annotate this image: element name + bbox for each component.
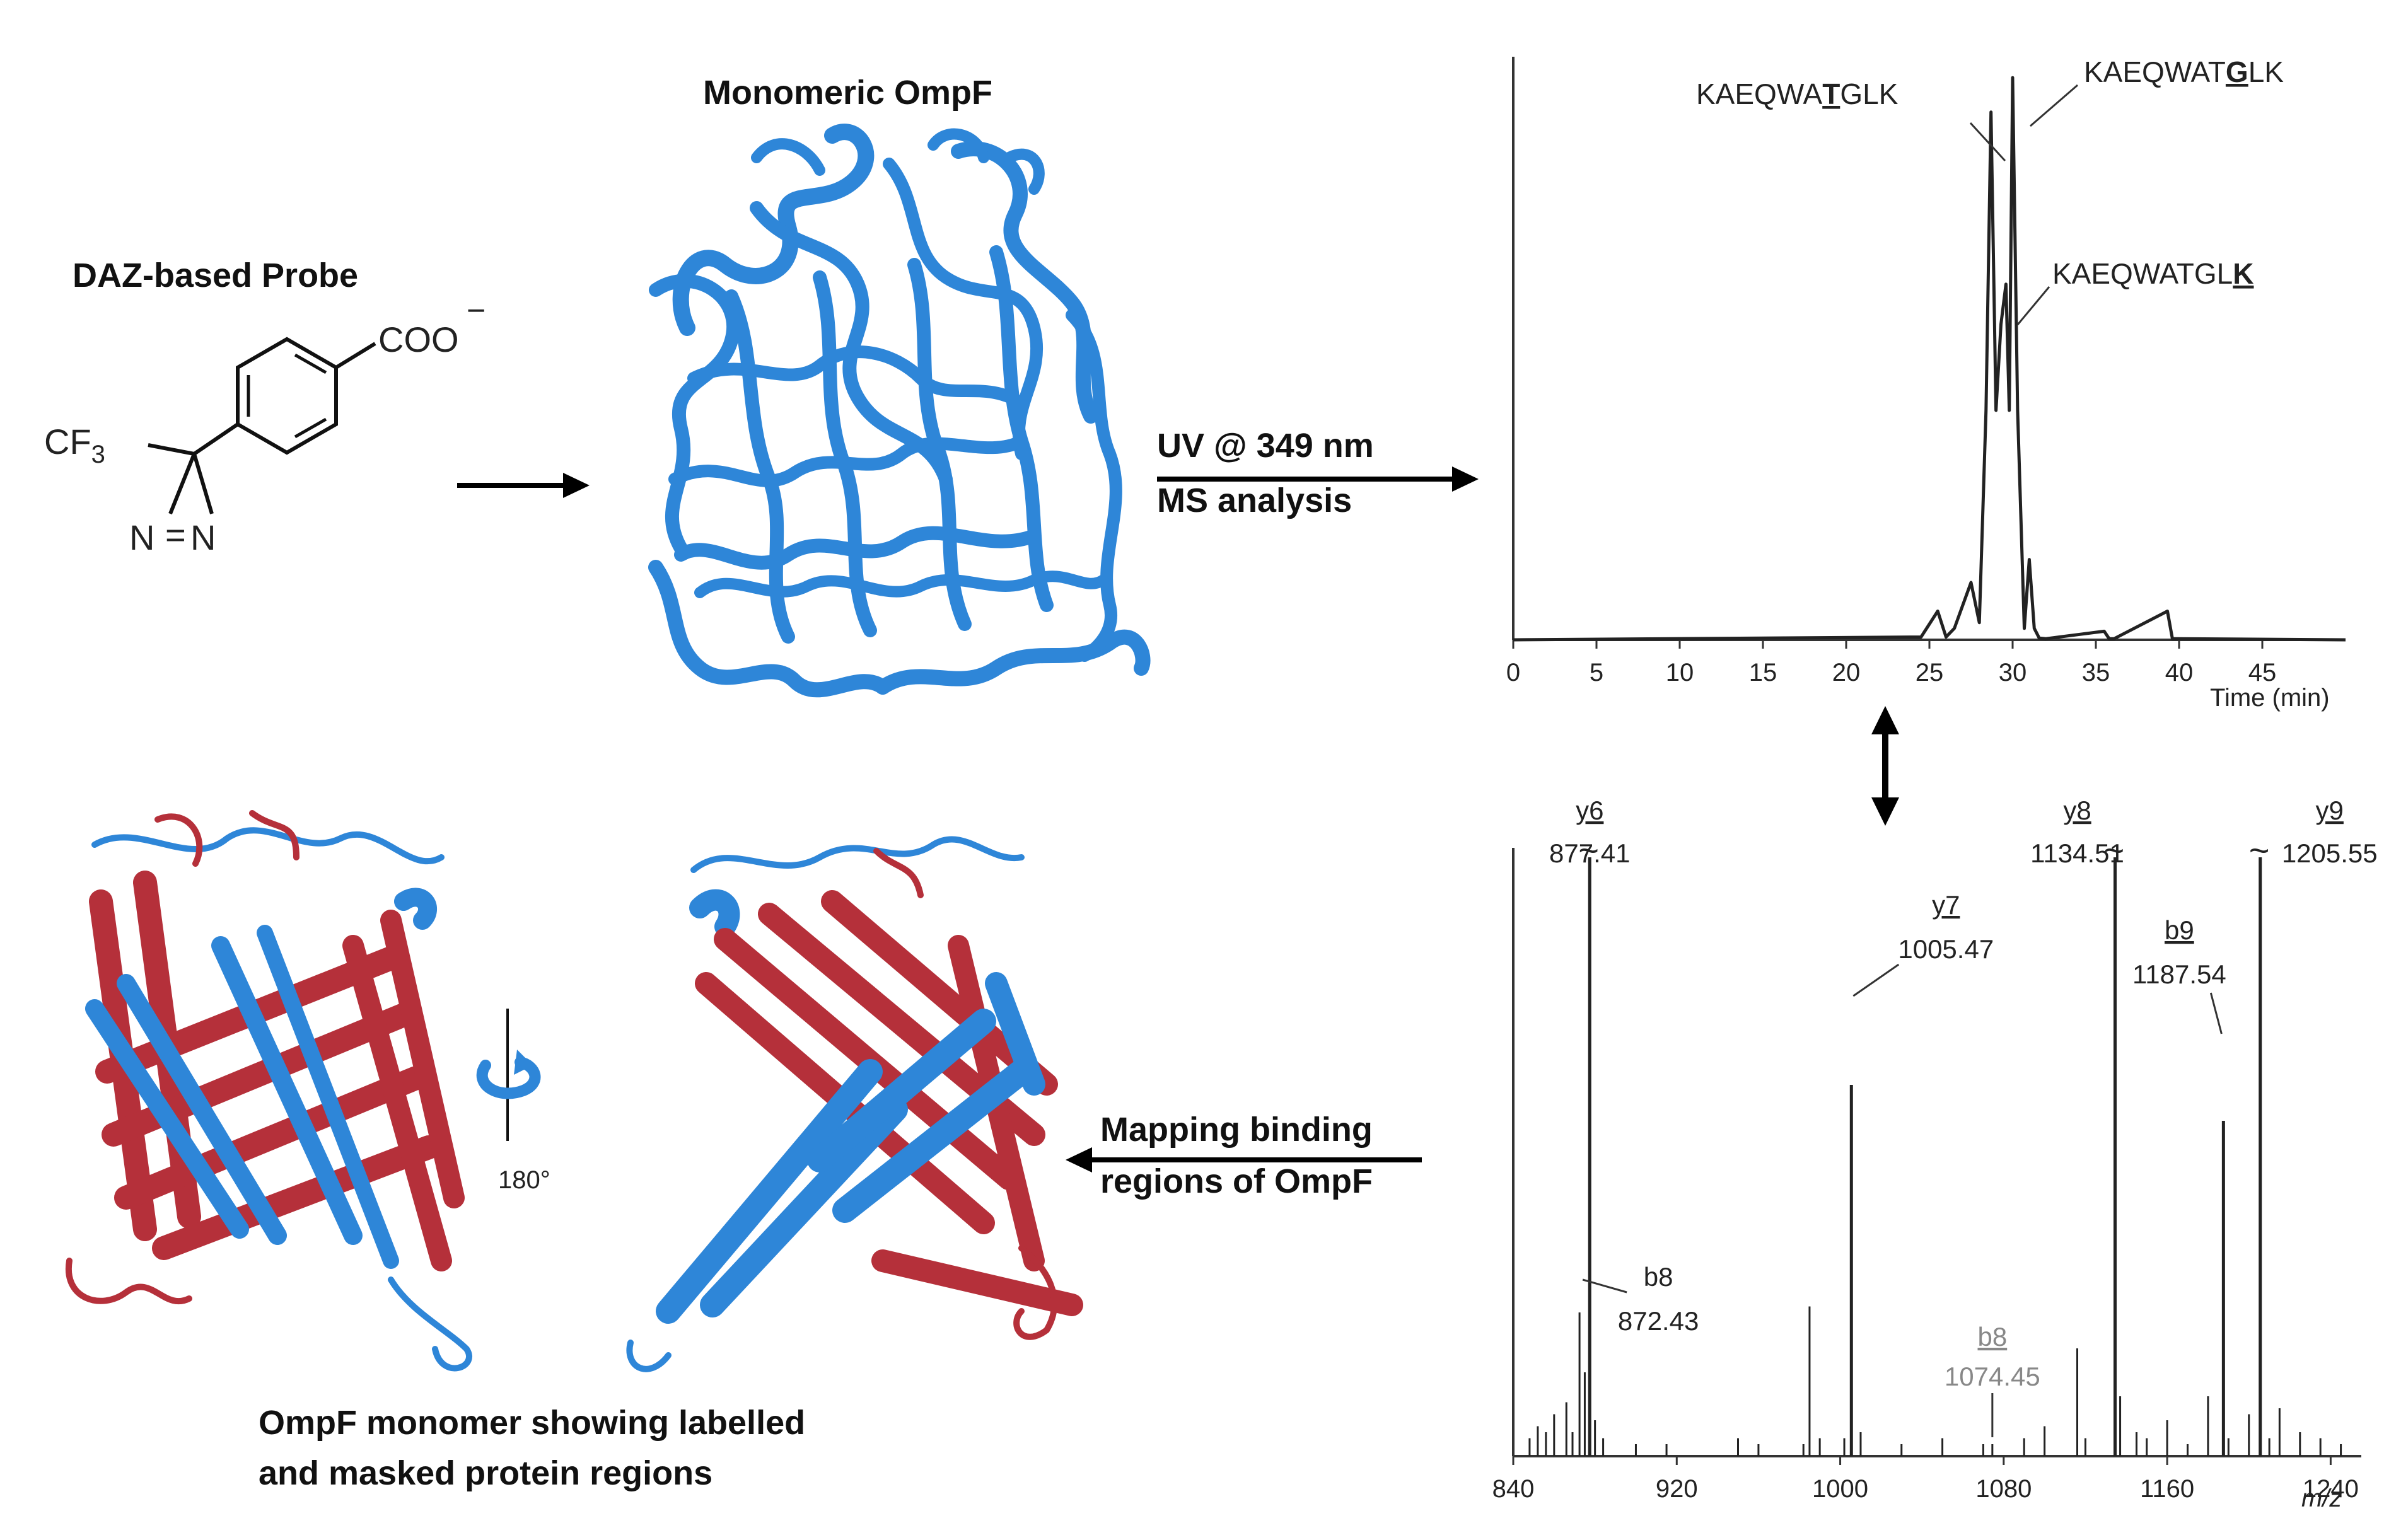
chrom-tick-label: 45 <box>2248 659 2277 686</box>
chrom-tick-label: 25 <box>1916 659 1944 686</box>
msms-mz-label: 1187.54 <box>2132 959 2226 989</box>
msms-tick-label: 1000 <box>1812 1475 1868 1503</box>
arrow-uv-ms: UV @ 349 nm MS analysis <box>1157 427 1479 519</box>
msms-axis-break-icon: ~ <box>1578 830 1599 870</box>
probe-title: DAZ-based Probe <box>73 257 358 294</box>
msms-spectrum-chart: 840 920 1000 1080 1160 1240 ~ ~ ~ y6 877.41 b8 872… <box>1492 796 2378 1512</box>
msms-mz-label: 877.41 <box>1549 838 1630 868</box>
charge-label: − <box>467 292 486 329</box>
msms-mz-label: 1134.51 <box>2030 838 2124 868</box>
mapping-step-label-1: Mapping binding <box>1100 1111 1373 1149</box>
msms-axis-break-icon: ~ <box>2103 830 2124 870</box>
ompf-monomer-back-view <box>626 836 1083 1372</box>
benzene-ring <box>236 337 338 455</box>
msms-x-axis-label: m/z <box>2301 1485 2342 1512</box>
rotation-arrow-icon <box>476 1057 541 1099</box>
chrom-peak-leader-l <box>2016 286 2050 325</box>
chrom-peak-label-kaeqwatglk-l: KAEQWATGLK <box>2052 257 2254 290</box>
msms-ion-label-y8: y8 <box>2063 796 2091 825</box>
msms-leader-line <box>1582 1278 1627 1294</box>
ompf-blue-ribbon-structure <box>648 124 1151 698</box>
msms-ion-label-y7: y7 <box>1932 890 1960 920</box>
chrom-ticks: 0 5 10 15 20 25 30 35 40 45 <box>1506 640 2276 686</box>
benzene-double-bond-2 <box>294 417 327 439</box>
chrom-tick-label: 30 <box>1999 659 2027 686</box>
arrow-probe-to-ompf <box>457 473 590 498</box>
msms-peaks: ~ ~ ~ <box>1528 830 2342 1456</box>
chrom-tick-label: 5 <box>1590 659 1603 686</box>
chrom-tick-label: 20 <box>1832 659 1861 686</box>
cf3-label: CF3 <box>44 422 105 468</box>
msms-leader-line <box>2209 992 2223 1034</box>
msms-leader-line <box>1852 963 1900 997</box>
benzene-double-bond-1 <box>294 353 327 374</box>
ms-step-label: MS analysis <box>1157 482 1352 519</box>
msms-ion-label-b8: b8 <box>1977 1322 2007 1352</box>
msms-mz-label: 1005.47 <box>1898 934 1994 964</box>
msms-peak-labels: y6 877.41 b8 872.43 y7 1005.47 b8 1074.45 y8 1134… <box>1549 796 2378 1437</box>
monomer-caption-line1: OmpF monomer showing labelled <box>259 1404 805 1442</box>
msms-mz-label: 1205.55 <box>2282 838 2378 868</box>
msms-ion-label-b9: b9 <box>2165 915 2194 945</box>
diazirine-n-right: N <box>190 518 216 557</box>
msms-ion-label-y9: y9 <box>2316 796 2344 825</box>
msms-ion-label-b8: b8 <box>1644 1262 1673 1292</box>
msms-axis-break-icon: ~ <box>2249 830 2270 870</box>
chrom-tick-label: 35 <box>2082 659 2110 686</box>
ring-to-diazirine-bond <box>193 422 239 456</box>
chrom-x-axis-label: Time (min) <box>2210 684 2330 712</box>
msms-ion-label-y6: y6 <box>1576 796 1603 825</box>
chrom-peak-label-kaeqwatglk-t: KAEQWATGLK <box>2084 55 2284 88</box>
rotation-label: 180° <box>498 1166 550 1194</box>
chrom-tick-label: 15 <box>1749 659 1777 686</box>
cf3-bond <box>148 443 195 456</box>
diazirine-n-left: N <box>129 518 154 557</box>
msms-tick-label: 1080 <box>1975 1475 2032 1503</box>
msms-mz-label: 1074.45 <box>1945 1362 2040 1391</box>
double-arrow-chrom-ms <box>1871 706 1899 826</box>
ompf-title: Monomeric OmpF <box>703 74 992 112</box>
chrom-peak-label-kaeqwatglk-a: KAEQWATGLK <box>1696 78 1898 110</box>
ompf-monomer-front-view <box>65 810 472 1372</box>
carboxylate-bond <box>335 342 376 369</box>
chromatogram-chart: 0 5 10 15 20 25 30 35 40 45 Time (min) KAEQWATGLK… <box>1506 55 2346 712</box>
mapping-step-label-2: regions of OmpF <box>1100 1162 1373 1200</box>
diazirine-bond-left <box>168 453 196 515</box>
diazirine-n-double-bond: = <box>165 515 186 555</box>
msms-tick-label: 1160 <box>2140 1475 2194 1503</box>
msms-ticks: 840 920 1000 1080 1160 1240 <box>1492 1456 2359 1503</box>
chrom-peak-leader-t <box>2030 84 2078 127</box>
chrom-peak-leader-a <box>1969 122 2006 162</box>
rotation-symbol: 180° <box>476 1009 550 1194</box>
msms-tick-label: 840 <box>1492 1475 1535 1503</box>
monomer-caption-line2: and masked protein regions <box>259 1454 712 1492</box>
msms-mz-label: 872.43 <box>1618 1306 1699 1336</box>
coo-label: COO <box>378 320 459 359</box>
chrom-trace <box>1513 76 2346 642</box>
daz-probe-structure: DAZ-based Probe COO − CF3 N = N <box>44 257 486 557</box>
chrom-tick-label: 0 <box>1506 659 1520 686</box>
chrom-tick-label: 40 <box>2165 659 2194 686</box>
diazirine-bond-right <box>192 453 214 514</box>
chrom-tick-label: 10 <box>1666 659 1694 686</box>
msms-tick-label: 920 <box>1656 1475 1698 1503</box>
msms-tick-label: 1240 <box>2303 1475 2359 1503</box>
uv-step-label: UV @ 349 nm <box>1157 427 1374 465</box>
arrow-mapping: Mapping binding regions of OmpF <box>1066 1111 1422 1200</box>
